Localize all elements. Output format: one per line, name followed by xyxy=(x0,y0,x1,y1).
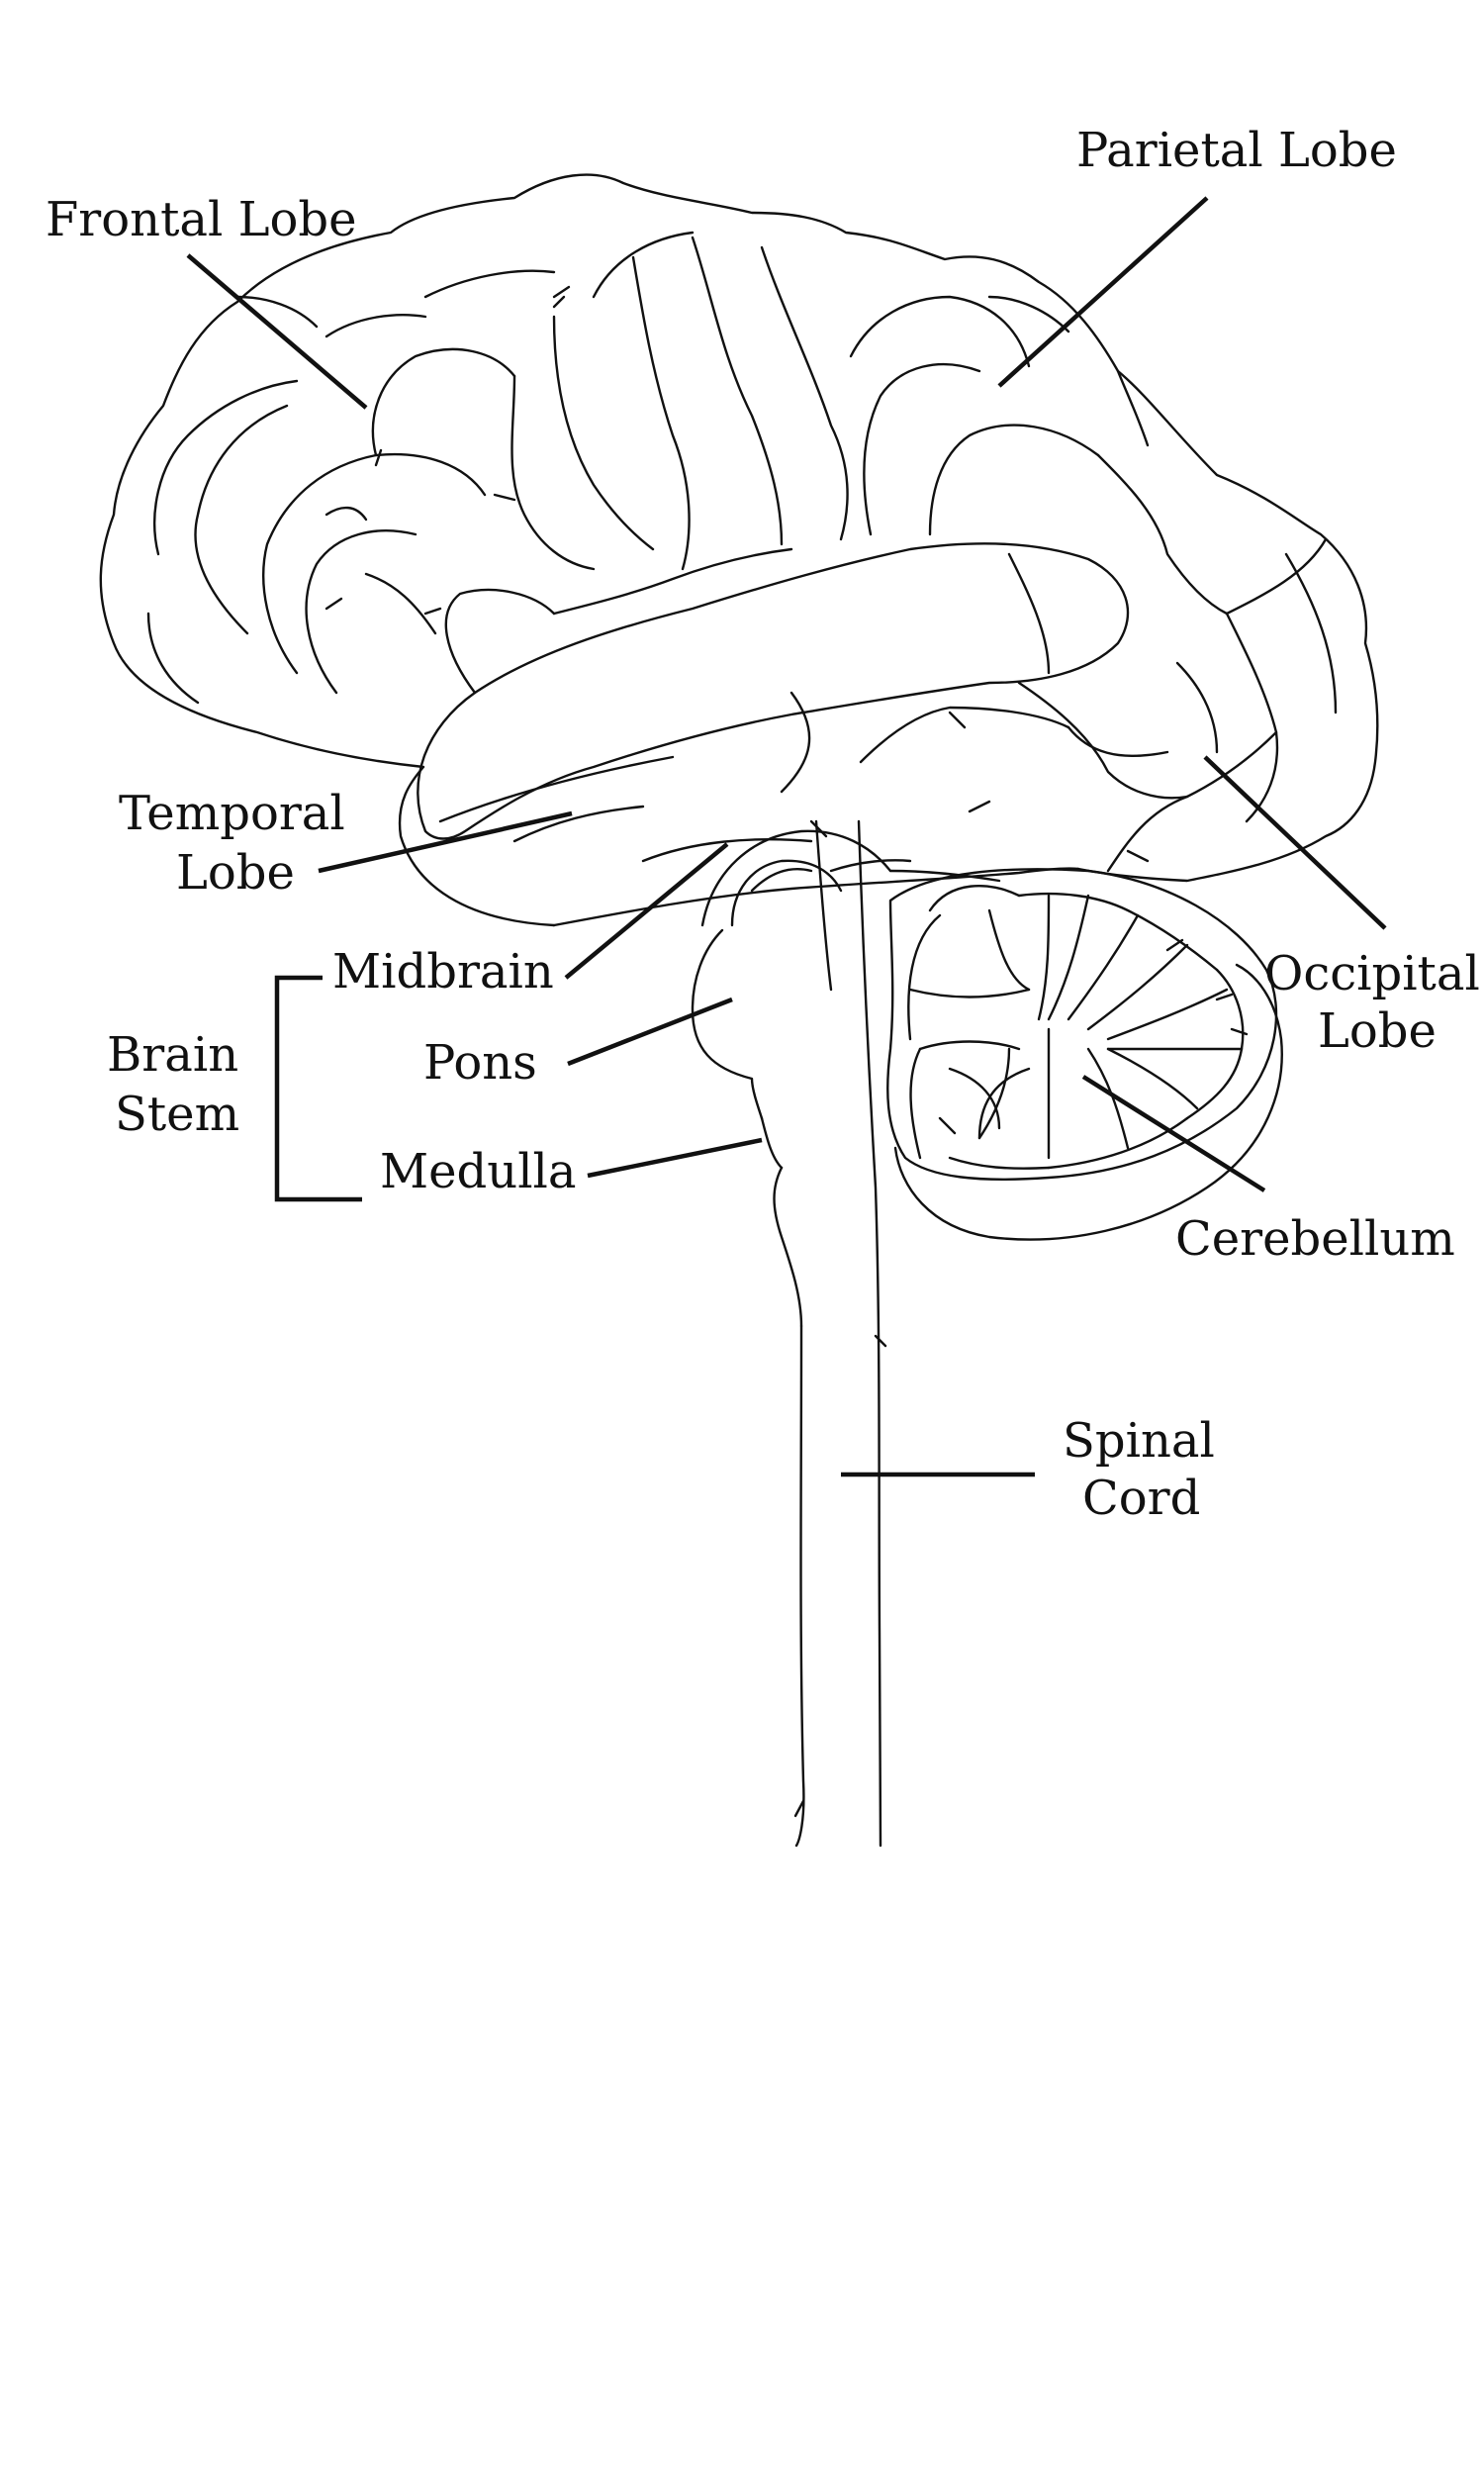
leader-midbrain xyxy=(564,842,729,980)
label-occipital-lobe-line1: Occipital xyxy=(1264,946,1480,1001)
label-temporal-lobe-line2: Lobe xyxy=(176,845,295,901)
label-brain-stem-line2: Stem xyxy=(115,1087,239,1142)
cerebellum-shape xyxy=(886,868,1283,1241)
spinal-cord-left xyxy=(794,1324,805,1848)
leader-temporal-lobe xyxy=(318,810,573,874)
label-spinal-cord-line2: Cord xyxy=(1082,1471,1200,1526)
label-medulla: Medulla xyxy=(380,1144,577,1199)
cerebellum-outer xyxy=(886,868,1278,1182)
spinal-cord-right xyxy=(857,819,882,1848)
label-frontal-lobe: Frontal Lobe xyxy=(46,192,356,247)
leader-medulla xyxy=(587,1137,763,1179)
brain-stem xyxy=(691,819,1001,1848)
label-parietal-lobe: Parietal Lobe xyxy=(1076,123,1397,178)
label-brain-stem-line1: Brain xyxy=(107,1027,238,1083)
pons-shape xyxy=(691,928,764,1120)
brain-stem-bracket xyxy=(274,975,362,1202)
label-temporal-lobe-line1: Temporal xyxy=(119,786,345,841)
midbrain-shape xyxy=(700,829,892,927)
label-midbrain: Midbrain xyxy=(332,944,554,999)
temporal-gyrus xyxy=(417,542,1130,840)
cerebrum-outline xyxy=(99,173,1379,927)
label-occipital-lobe-line2: Lobe xyxy=(1318,1003,1437,1059)
label-spinal-cord-line1: Spinal xyxy=(1063,1413,1215,1469)
label-cerebellum: Cerebellum xyxy=(1175,1211,1455,1267)
cerebrum xyxy=(99,173,1379,927)
leader-lines xyxy=(186,196,1387,1477)
labels: Frontal Lobe Parietal Lobe Temporal Lobe… xyxy=(46,123,1480,1526)
medulla-shape xyxy=(773,1166,803,1328)
leader-parietal-lobe xyxy=(997,196,1209,388)
cerebrum-base xyxy=(552,867,1080,927)
leader-frontal-lobe xyxy=(186,253,368,410)
leader-pons xyxy=(567,997,733,1067)
leader-cerebellum xyxy=(1081,1075,1266,1192)
label-pons: Pons xyxy=(423,1035,537,1091)
leader-occipital-lobe xyxy=(1203,755,1387,930)
